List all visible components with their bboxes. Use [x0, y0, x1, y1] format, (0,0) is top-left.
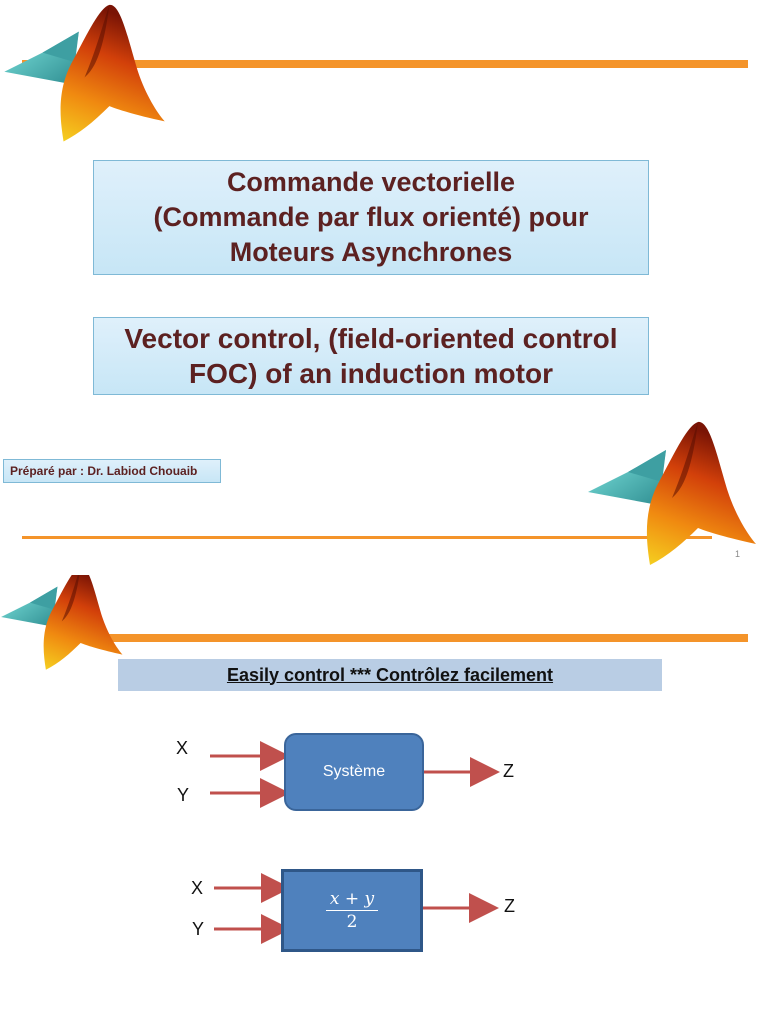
- author-label: Préparé par : Dr. Labiod Chouaib: [3, 459, 221, 483]
- title-english-box: Vector control, (field-oriented control …: [93, 317, 649, 395]
- system-block: Système: [284, 733, 424, 811]
- header-bar: [22, 60, 748, 68]
- slide-subtitle: Easily control *** Contrôlez facilement: [118, 659, 662, 691]
- page-number: 1: [735, 549, 741, 559]
- title-english-line: FOC) of an induction motor: [189, 358, 553, 389]
- output-z-label: Z: [504, 896, 515, 916]
- formula-numerator: x + y: [325, 889, 379, 911]
- slide-1: Commande vectorielle (Commande par flux …: [3, 3, 758, 568]
- system-block-label: Système: [322, 763, 386, 780]
- input-y-label: Y: [177, 785, 190, 805]
- formula-denominator: 2: [346, 912, 358, 932]
- matlab-logo-icon: [3, 3, 168, 151]
- input-y-label: Y: [192, 919, 205, 939]
- header-bar: [104, 634, 748, 642]
- diagram-1-arrows: [210, 741, 500, 944]
- title-french-line: Moteurs Asynchrones: [229, 237, 513, 267]
- title-english-line: Vector control, (field-oriented control: [124, 323, 618, 354]
- input-x-label: X: [176, 738, 189, 758]
- slide-2: Easily control *** Contrôlez facilement …: [0, 575, 768, 1024]
- title-french-line: Commande vectorielle: [226, 167, 516, 197]
- title-french-box: Commande vectorielle (Commande par flux …: [93, 160, 649, 275]
- average-block: x + y 2: [281, 869, 423, 952]
- input-x-label: X: [191, 878, 204, 898]
- fraction-formula: x + y 2: [325, 889, 379, 932]
- title-french-line: (Commande par flux orienté) pour: [153, 202, 589, 232]
- matlab-logo-icon: [588, 420, 758, 568]
- footer-line: [22, 536, 712, 539]
- output-z-label: Z: [503, 761, 514, 781]
